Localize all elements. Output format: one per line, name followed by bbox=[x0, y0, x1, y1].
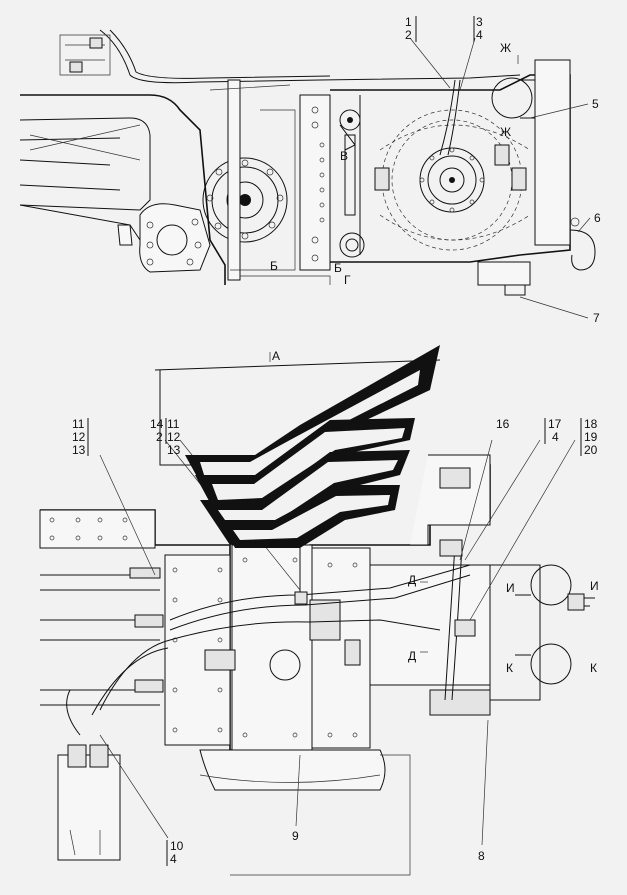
callout-3: 3 bbox=[476, 15, 483, 29]
callout-2: 2 bbox=[405, 28, 412, 42]
bottom-leader-lines bbox=[99, 439, 576, 846]
section-k-left: К bbox=[506, 661, 513, 675]
chevron-logo bbox=[185, 345, 440, 548]
callout-19: 19 bbox=[584, 430, 598, 444]
callout-10: 10 bbox=[170, 839, 184, 853]
callout-20: 20 bbox=[584, 443, 598, 457]
callout-14: 14 bbox=[150, 417, 164, 431]
callout-8: 8 bbox=[478, 849, 485, 863]
section-b-right: Б bbox=[334, 261, 342, 275]
bottom-callout-labels: А 11 12 13 14 2 11 12 13 16 17 4 18 19 2… bbox=[72, 349, 599, 866]
callout-7: 7 bbox=[593, 311, 600, 325]
section-g: Г bbox=[344, 273, 351, 287]
section-d-top: Д bbox=[408, 573, 416, 587]
section-k-right: К bbox=[590, 661, 597, 675]
callout-12-center: 12 bbox=[167, 430, 181, 444]
section-zh-top: Ж bbox=[500, 41, 511, 55]
section-v: В bbox=[340, 149, 348, 163]
callout-4-right: 4 bbox=[552, 430, 559, 444]
callout-17: 17 bbox=[548, 417, 562, 431]
view-letter-a: А bbox=[272, 349, 280, 363]
callout-4-bottom: 4 bbox=[170, 852, 177, 866]
callout-2-bottom: 2 bbox=[156, 430, 163, 444]
callout-13-center: 13 bbox=[167, 443, 181, 457]
callout-5: 5 bbox=[592, 97, 599, 111]
top-callout-labels: 1 2 3 4 5 6 7 Ж Ж В Б Б Г bbox=[270, 15, 601, 325]
callout-11-center: 11 bbox=[167, 417, 180, 431]
section-i-right: И bbox=[590, 579, 599, 593]
top-leader-lines bbox=[409, 37, 591, 319]
callout-18: 18 bbox=[584, 417, 598, 431]
section-i-left: И bbox=[506, 581, 515, 595]
callout-4: 4 bbox=[476, 28, 483, 42]
section-b-left: Б bbox=[270, 259, 278, 273]
bottom-assembly-view bbox=[39, 352, 595, 876]
callout-13-left: 13 bbox=[72, 443, 86, 457]
callout-12-left: 12 bbox=[72, 430, 86, 444]
section-d-bottom: Д bbox=[408, 649, 416, 663]
callout-9: 9 bbox=[292, 829, 299, 843]
callout-1: 1 bbox=[405, 15, 412, 29]
section-zh-inner: Ж bbox=[500, 125, 511, 139]
top-assembly-view bbox=[19, 29, 596, 296]
callout-16: 16 bbox=[496, 417, 510, 431]
callout-11-left: 11 bbox=[72, 417, 85, 431]
callout-6: 6 bbox=[594, 211, 601, 225]
